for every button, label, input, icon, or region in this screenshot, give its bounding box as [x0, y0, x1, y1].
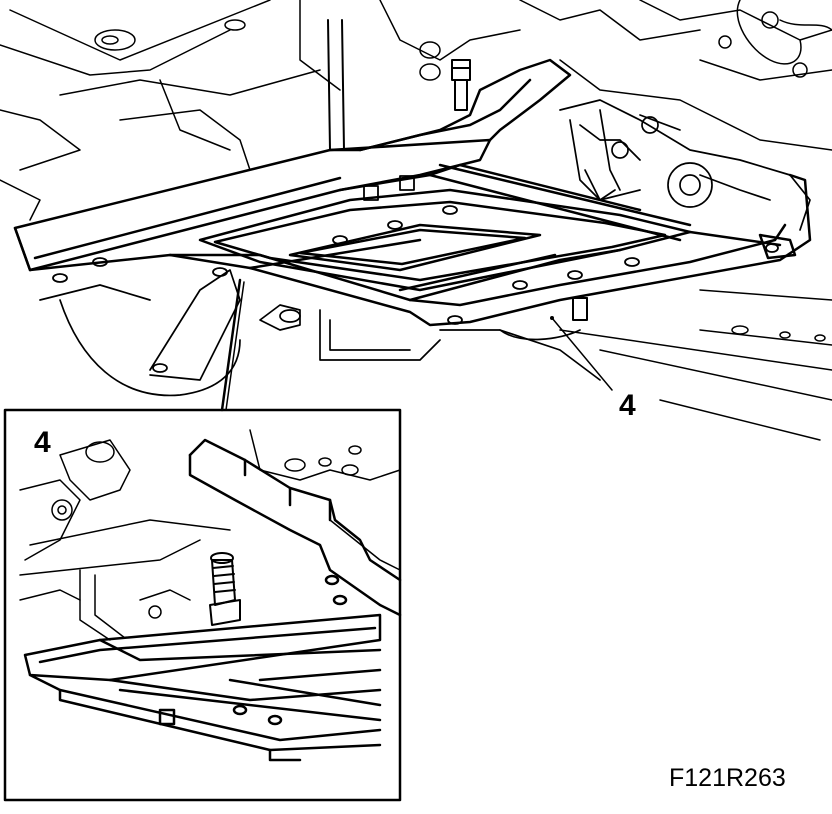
inset-drawing: [19, 429, 402, 762]
inset-connector: [220, 278, 242, 412]
right-mount: [559, 99, 811, 231]
drain-plug-main: [572, 297, 588, 321]
callout-label-main: 4: [619, 389, 636, 422]
vertical-rod: [327, 19, 345, 151]
callout-leader-main: [551, 317, 613, 391]
subframe-bolt-holes: [52, 175, 779, 325]
engine-background: [0, 0, 832, 221]
callout-label-inset: 4: [34, 426, 51, 459]
subframe-main: [13, 58, 812, 327]
top-bolt: [451, 59, 471, 111]
right-frame-lines: [559, 289, 832, 441]
detail-inset-frame: [3, 408, 402, 802]
figure-code: F121R263: [669, 764, 786, 792]
